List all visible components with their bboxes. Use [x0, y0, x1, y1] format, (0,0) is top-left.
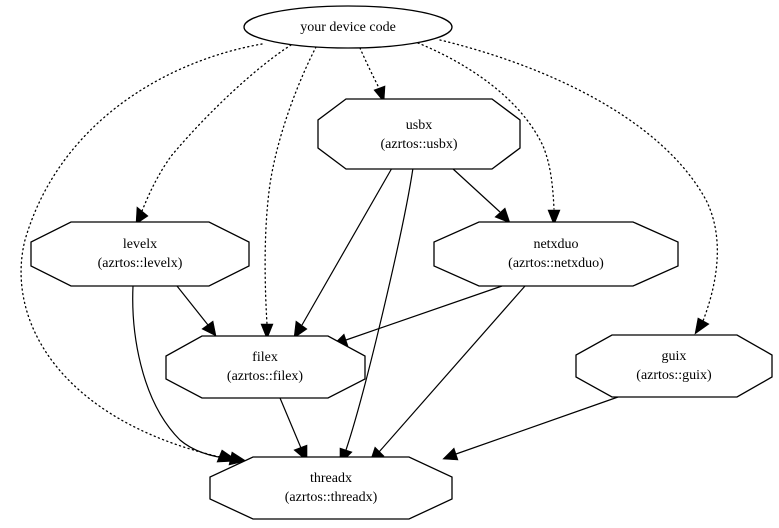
node-netxduo-label-line2: (azrtos::netxduo) — [508, 256, 604, 271]
edge-usbx-to-threadx — [339, 167, 414, 465]
edge-usbx-to-netxduo — [451, 167, 511, 224]
node-levelx[interactable]: levelx (azrtos::levelx) — [30, 221, 250, 287]
edge-levelx-to-filex — [176, 285, 217, 337]
node-guix[interactable]: guix (azrtos::guix) — [575, 334, 773, 398]
edge-usbx-to-filex — [293, 167, 393, 339]
node-usbx-shape[interactable] — [317, 98, 521, 170]
edge-netxduo-to-threadx — [369, 285, 526, 463]
node-guix-shape[interactable] — [575, 334, 773, 398]
edge-device-to-netxduo — [417, 42, 561, 226]
node-threadx-label-line1: threadx — [310, 471, 352, 486]
edge-netxduo-to-filex — [332, 285, 503, 347]
node-usbx-label-line2: (azrtos::usbx) — [381, 137, 458, 152]
edge-device-to-guix — [439, 39, 718, 335]
edge-device-to-levelx — [135, 44, 292, 225]
node-filex[interactable]: filex (azrtos::filex) — [165, 335, 366, 399]
node-filex-label-line2: (azrtos::filex) — [227, 369, 304, 384]
node-filex-shape[interactable] — [165, 335, 366, 399]
node-levelx-label-line1: levelx — [123, 237, 157, 252]
node-threadx[interactable]: threadx (azrtos::threadx) — [209, 456, 453, 520]
node-device-shape[interactable] — [243, 5, 453, 49]
node-netxduo-shape[interactable] — [433, 221, 679, 287]
node-usbx-label-line1: usbx — [406, 118, 432, 133]
node-netxduo-label-line1: netxduo — [533, 237, 578, 252]
node-device-label: your device code — [300, 20, 396, 35]
node-guix-label-line1: guix — [662, 349, 687, 364]
edge-device-to-filex — [260, 46, 317, 340]
node-guix-label-line2: (azrtos::guix) — [636, 368, 712, 383]
node-filex-label-line1: filex — [252, 350, 278, 365]
node-layer: your device code usbx (azrtos::usbx) lev… — [30, 5, 773, 520]
edge-device-to-usbx — [359, 47, 386, 103]
node-levelx-shape[interactable] — [30, 221, 250, 287]
edge-guix-to-threadx — [442, 396, 619, 461]
node-threadx-label-line2: (azrtos::threadx) — [285, 490, 378, 505]
node-usbx[interactable]: usbx (azrtos::usbx) — [317, 98, 521, 170]
node-levelx-label-line2: (azrtos::levelx) — [98, 256, 183, 271]
node-threadx-shape[interactable] — [209, 456, 453, 520]
edge-filex-to-threadx — [279, 397, 308, 462]
node-device[interactable]: your device code — [243, 5, 453, 49]
node-netxduo[interactable]: netxduo (azrtos::netxduo) — [433, 221, 679, 287]
